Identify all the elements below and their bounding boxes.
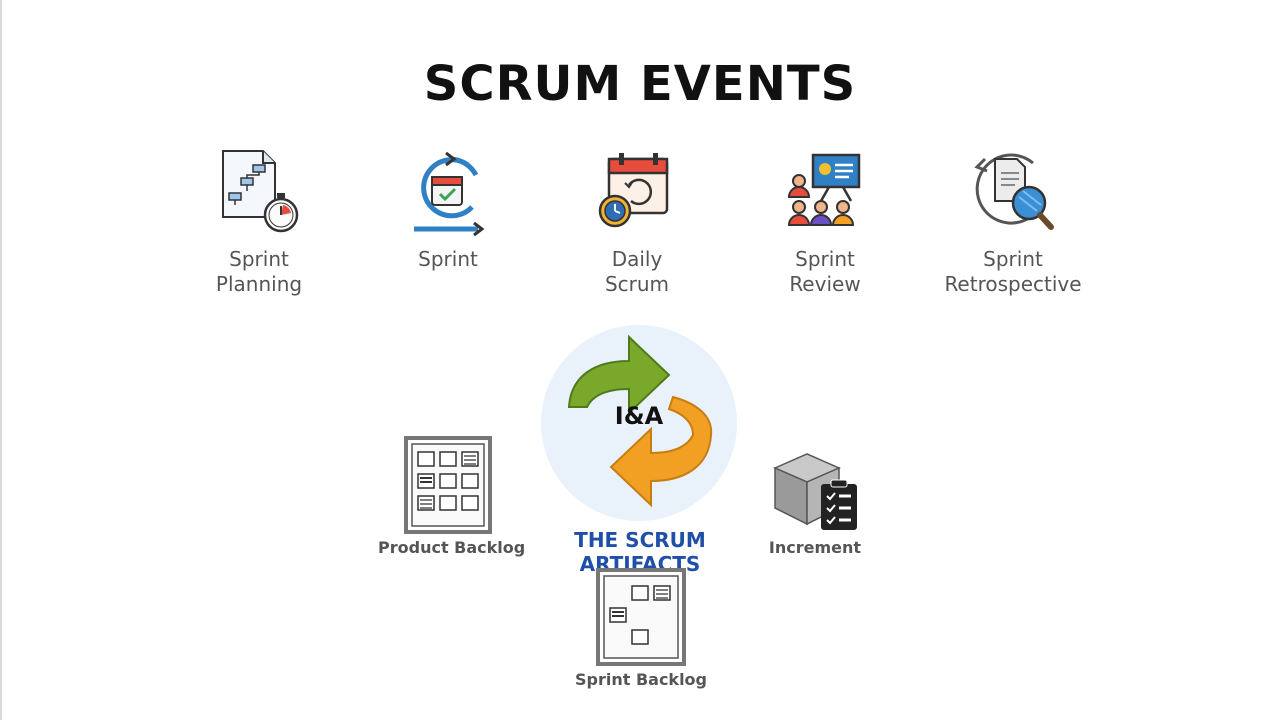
artifact-product-backlog: Product Backlog [378, 436, 526, 557]
increment-box-checklist-icon [773, 453, 857, 530]
event-daily-scrum: Daily Scrum [542, 145, 732, 297]
event-label: Sprint Review [789, 247, 861, 296]
event-sprint-review: Sprint Review [730, 145, 920, 297]
sprint-backlog-board-icon [596, 568, 686, 666]
event-sprint-retrospective: Sprint Retrospective [918, 145, 1108, 297]
presentation-icon [787, 153, 861, 226]
left-border [0, 0, 2, 720]
inspect-adapt-label: I&A [614, 402, 664, 430]
artifact-caption: Sprint Backlog [574, 670, 707, 689]
event-label: Sprint [418, 247, 478, 271]
cycle-arrows-icon [567, 334, 713, 508]
event-label: Daily Scrum [604, 247, 670, 296]
product-backlog-board-icon [404, 436, 492, 534]
event-label: Sprint Planning [215, 247, 303, 296]
event-sprint-planning: Sprint Planning [164, 145, 354, 297]
event-sprint: Sprint [353, 145, 543, 272]
artifact-sprint-backlog: Sprint Backlog [571, 568, 711, 689]
document-magnifier-icon [974, 153, 1054, 230]
daily-scrum-calendar-icon [598, 153, 669, 228]
artifact-caption: Product Backlog [378, 538, 526, 557]
sprint-cycle-icon [414, 151, 485, 237]
sprint-planning-icon [222, 150, 299, 233]
artifact-increment: Increment [755, 448, 875, 557]
page-title: SCRUM EVENTS [423, 56, 857, 112]
event-label: Sprint Retrospective [944, 247, 1082, 296]
artifact-caption: Increment [768, 538, 862, 557]
